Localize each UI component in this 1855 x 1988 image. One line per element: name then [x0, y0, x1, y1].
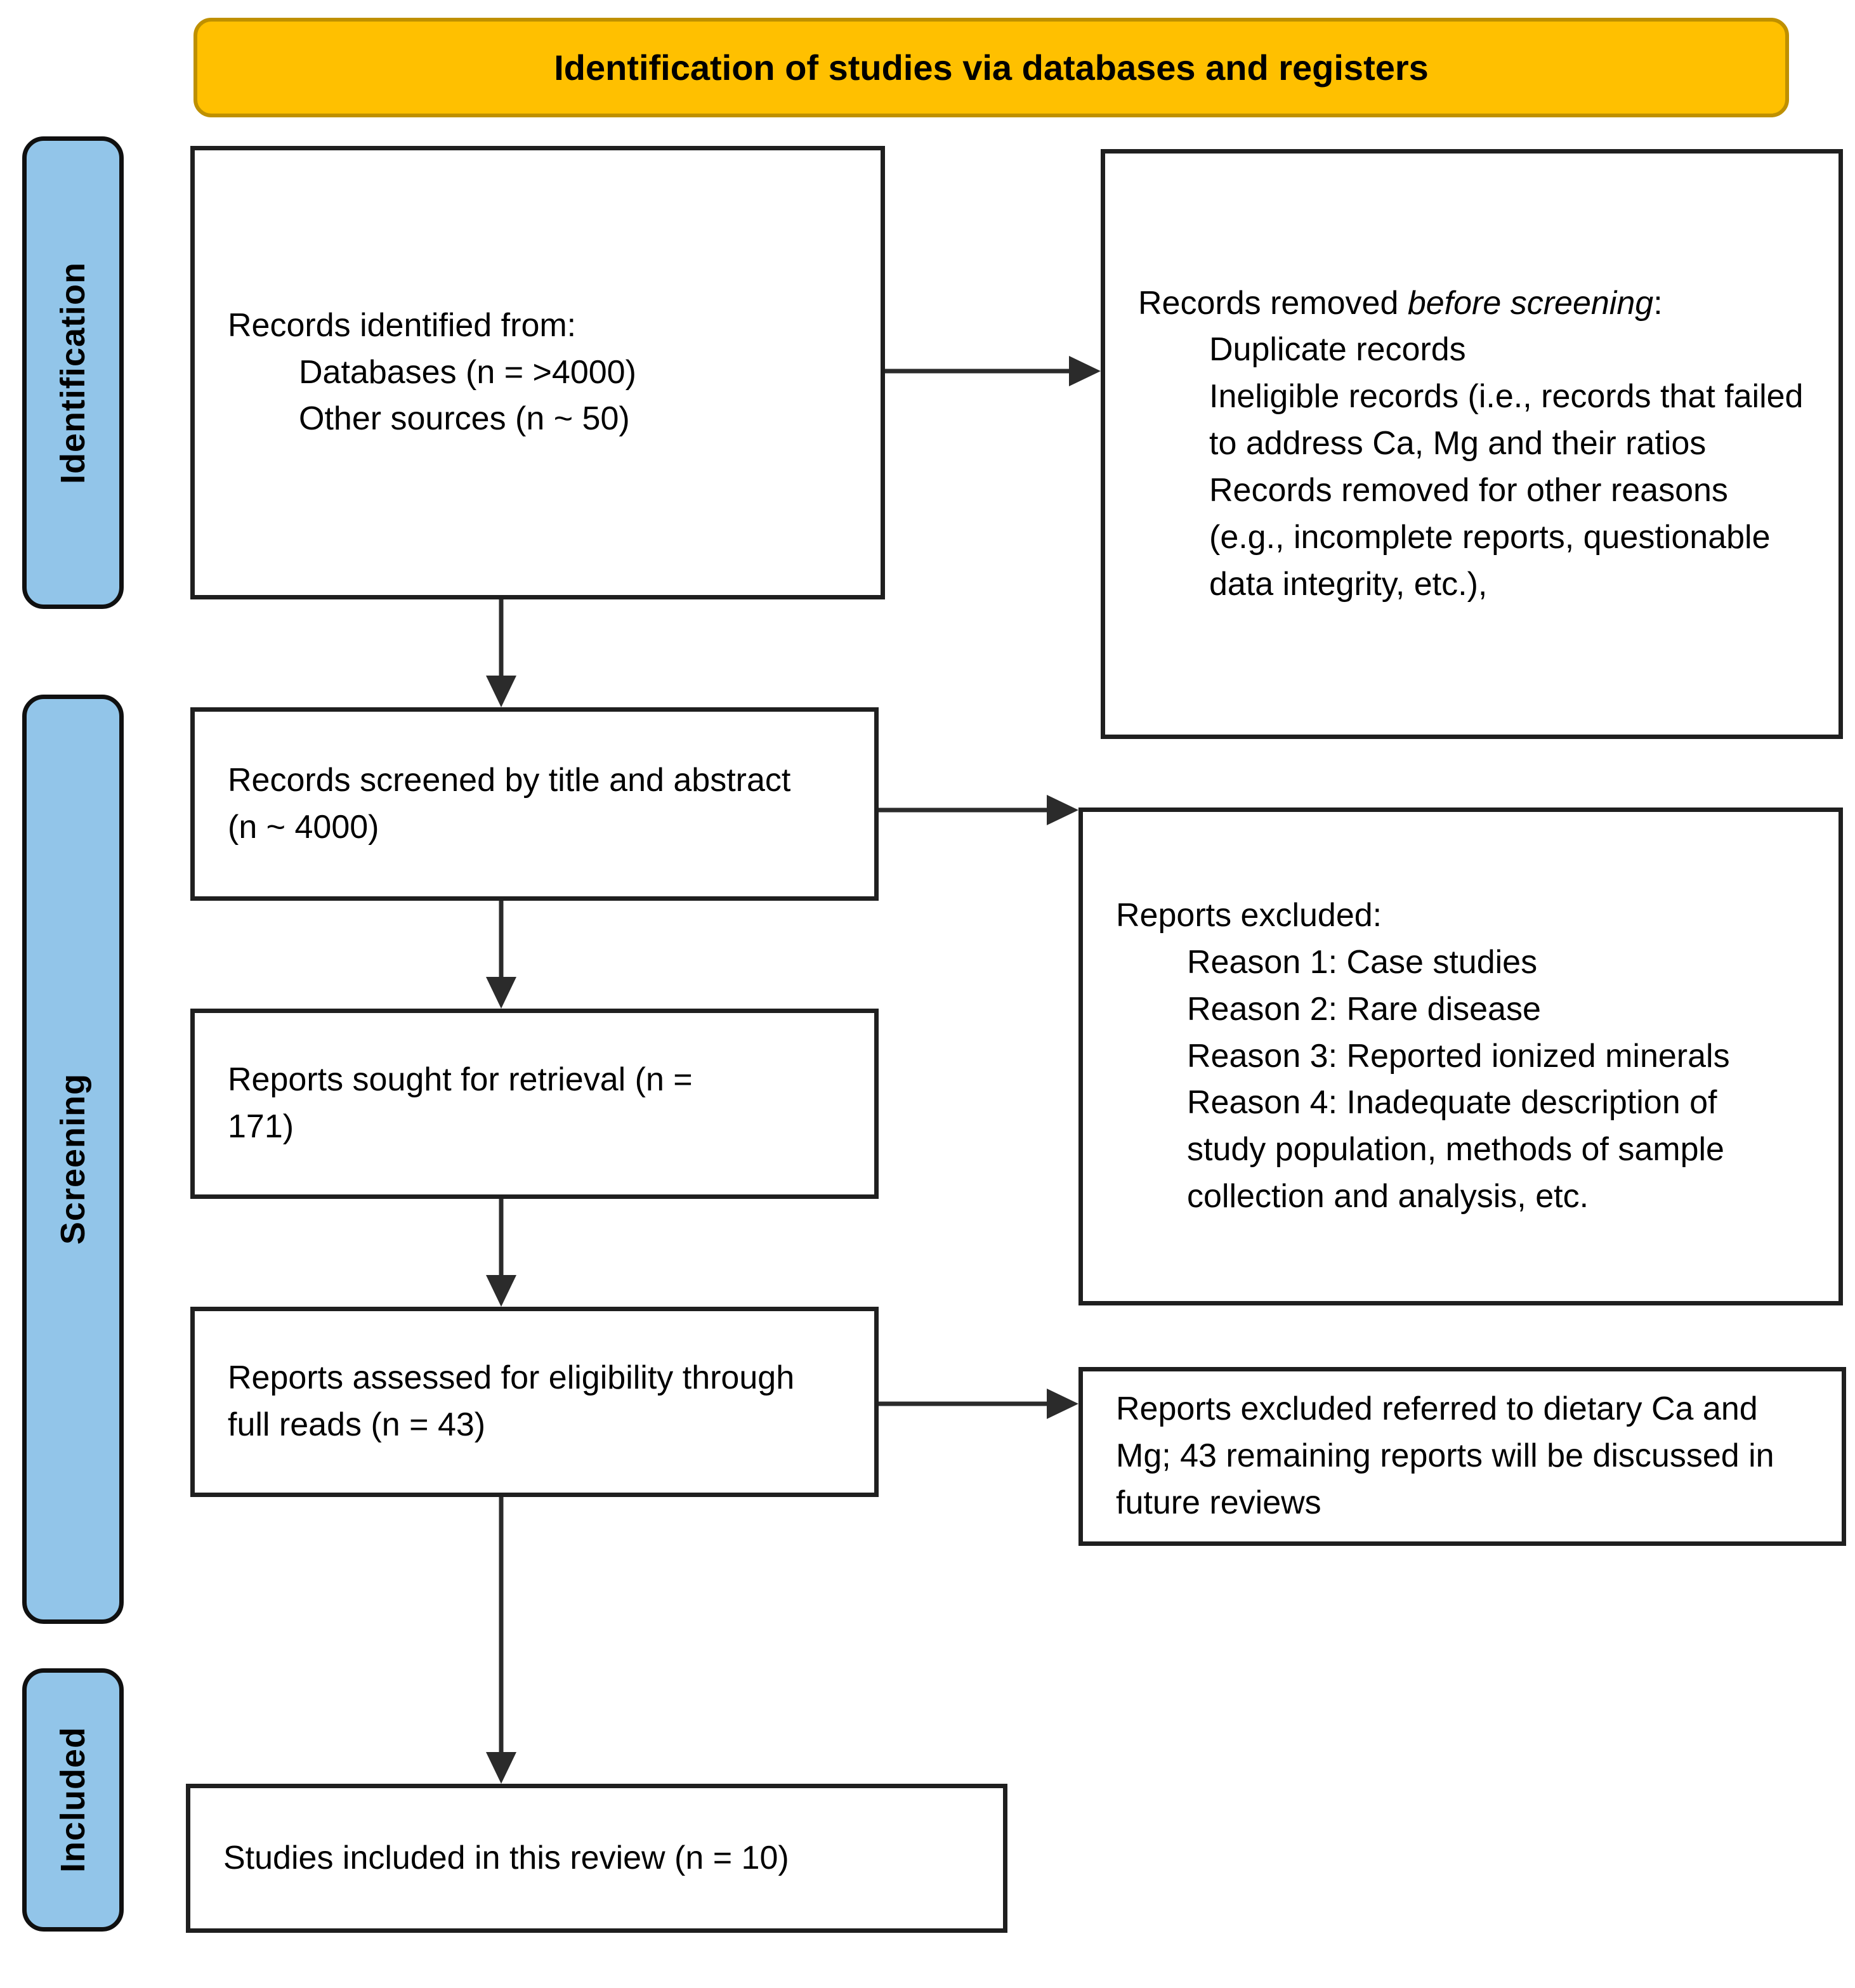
reports-excluded-intro: Reports excluded:: [1116, 897, 1382, 934]
stage-label-included: Included: [54, 1727, 92, 1873]
stage-rail-screening: Screening: [22, 695, 124, 1624]
records-identified-intro: Records identified from:: [228, 306, 577, 344]
box-records-removed: Records removed before screening: Duplic…: [1101, 149, 1843, 739]
records-removed-item: Records removed for other reasons (e.g.,…: [1209, 471, 1771, 603]
box-reports-excluded-dietary: Reports excluded referred to dietary Ca …: [1078, 1367, 1846, 1546]
banner-title-text: Identification of studies via databases …: [554, 48, 1429, 88]
arrow-down-icon: [486, 977, 516, 1009]
reports-excluded-item: Reason 4: Inadequate description of stud…: [1187, 1084, 1724, 1215]
records-identified-item: Databases (n = >4000): [299, 353, 636, 391]
box-reports-sought: Reports sought for retrieval (n = 171): [190, 1009, 879, 1199]
assessed-to-included-arrow: [486, 1497, 516, 1784]
records-identified-item: Other sources (n ~ 50): [299, 400, 630, 438]
identified-to-screened-arrow: [486, 599, 516, 707]
box-reports-excluded: Reports excluded: Reason 1: Case studies…: [1078, 808, 1843, 1305]
arrow-down-icon: [486, 676, 516, 707]
box-records-identified: Records identified from: Databases (n = …: [190, 146, 885, 599]
assessed-to-dietary-arrow: [879, 1389, 1078, 1419]
box-records-screened: Records screened by title and abstract (…: [190, 707, 879, 901]
box-studies-included: Studies included in this review (n = 10): [186, 1784, 1007, 1933]
records-removed-item: Ineligible records (i.e., records that f…: [1209, 378, 1804, 462]
reports-excluded-item: Reason 3: Reported ionized minerals: [1187, 1037, 1730, 1075]
records-removed-intro: Records removed before screening:: [1138, 284, 1663, 322]
arrow-down-icon: [486, 1275, 516, 1307]
identified-to-removed-arrow: [885, 356, 1101, 386]
box-reports-assessed: Reports assessed for eligibility through…: [190, 1307, 879, 1497]
reports-assessed-text: Reports assessed for eligibility through…: [228, 1359, 795, 1443]
reports-excluded-item: Reason 1: Case studies: [1187, 943, 1538, 981]
arrow-right-icon: [1069, 356, 1101, 386]
records-removed-intro-italic: before screening: [1407, 284, 1654, 322]
reports-excluded-dietary-text: Reports excluded referred to dietary Ca …: [1116, 1390, 1774, 1521]
stage-label-screening: Screening: [54, 1073, 92, 1245]
stage-rail-identification: Identification: [22, 136, 124, 609]
studies-included-text: Studies included in this review (n = 10): [223, 1839, 789, 1876]
records-removed-item: Duplicate records: [1209, 331, 1466, 369]
arrow-right-icon: [1047, 795, 1078, 825]
screened-to-sought-arrow: [486, 901, 516, 1009]
sought-to-assessed-arrow: [486, 1199, 516, 1307]
reports-excluded-item: Reason 2: Rare disease: [1187, 990, 1541, 1028]
reports-sought-text: Reports sought for retrieval (n = 171): [228, 1061, 693, 1145]
records-screened-text: Records screened by title and abstract (…: [228, 761, 791, 846]
arrow-right-icon: [1047, 1389, 1078, 1419]
arrow-down-icon: [486, 1752, 516, 1784]
stage-label-identification: Identification: [54, 261, 92, 484]
stage-rail-included: Included: [22, 1668, 124, 1932]
banner-title: Identification of studies via databases …: [193, 18, 1789, 117]
screened-to-excluded-arrow: [879, 795, 1078, 825]
